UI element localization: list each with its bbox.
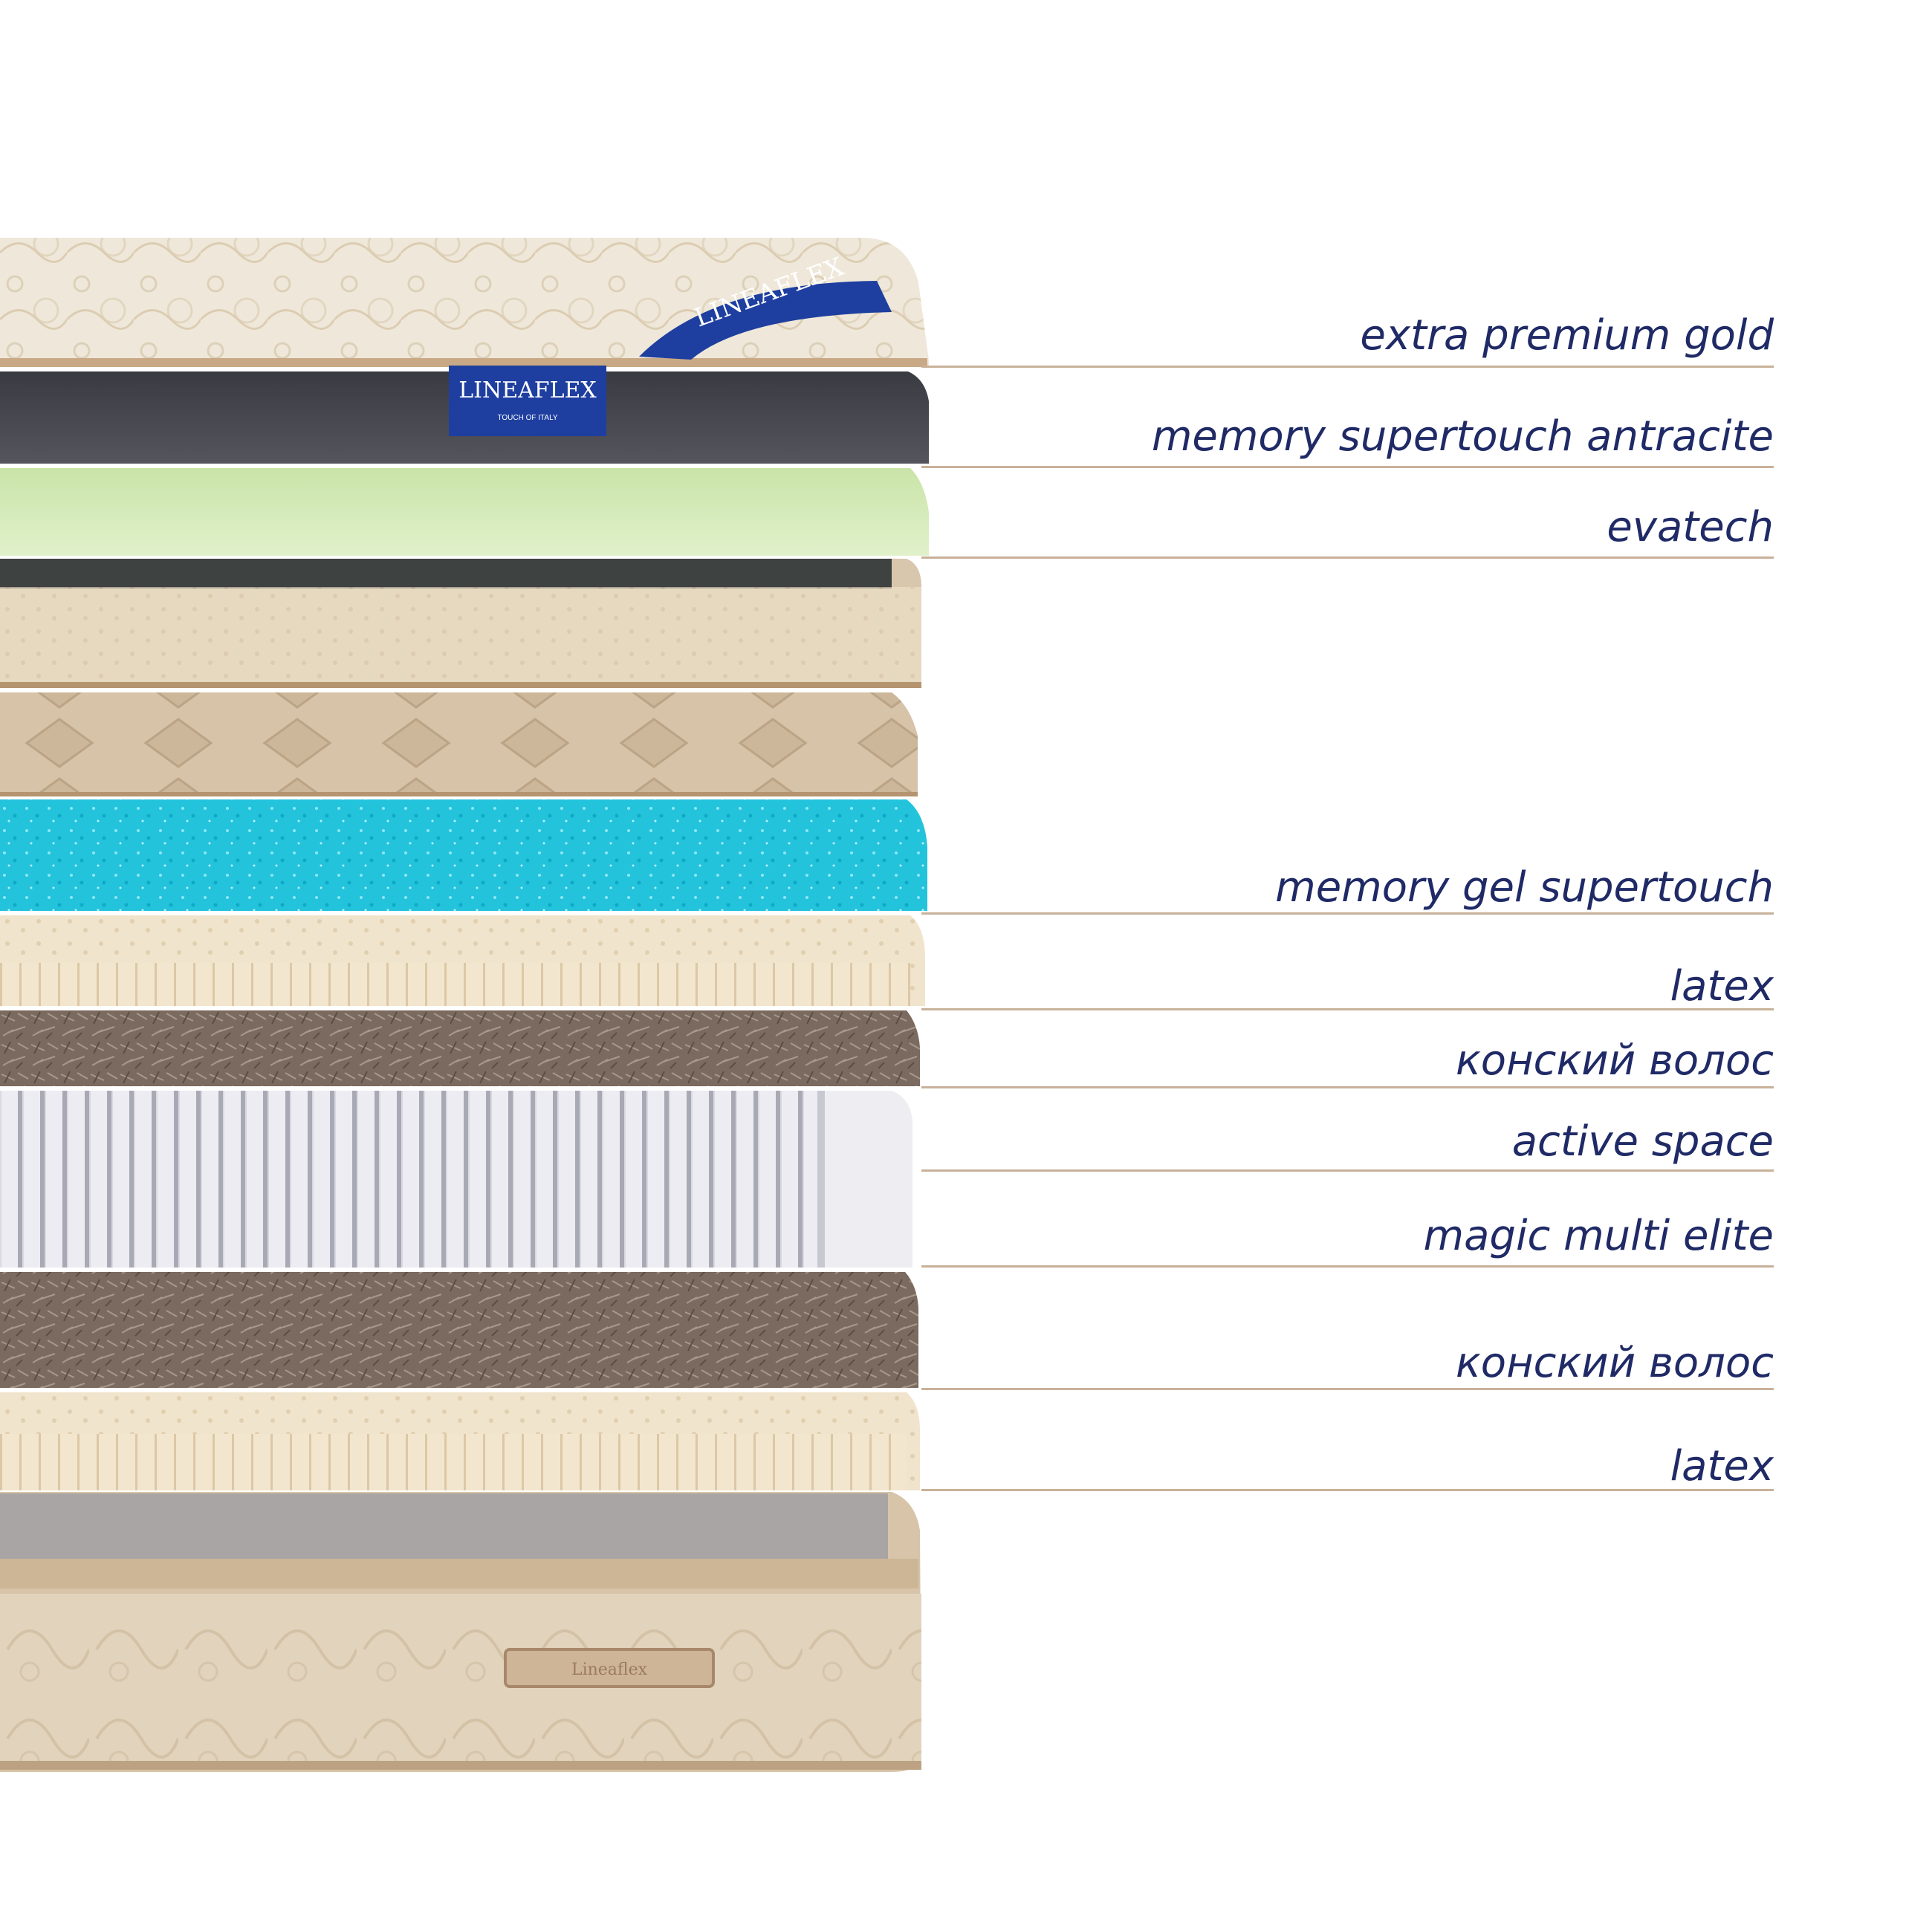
layer-quilted-fabric xyxy=(0,692,918,796)
layer-memory-gel-supertouch xyxy=(0,799,927,911)
layer-label-memory-supertouch-antracite: memory supertouch antracite xyxy=(1151,412,1774,461)
leader-line-evatech xyxy=(921,556,1774,559)
layer-bottom-cover: Lineaflex xyxy=(0,1492,921,1772)
layer-label-active-space: active space xyxy=(1511,1117,1774,1166)
layer-label-evatech: evatech xyxy=(1607,503,1774,551)
layer-pocket-springs xyxy=(0,1091,912,1268)
bottom-brand-patch xyxy=(504,1648,715,1688)
layer-fabric-side-upper xyxy=(0,559,921,688)
layer-latex-upper xyxy=(0,915,925,1006)
layer-evatech xyxy=(0,468,929,556)
layer-latex-lower xyxy=(0,1392,920,1490)
leader-line-horsehair-upper xyxy=(921,1086,1774,1088)
leader-line-magic-multi-elite xyxy=(921,1265,1774,1268)
layer-label-memory-gel-supertouch: memory gel supertouch xyxy=(1275,863,1774,912)
leader-line-latex-upper xyxy=(921,1008,1774,1010)
leader-line-memory-gel-supertouch xyxy=(921,912,1774,915)
layer-label-horsehair-lower: конский волос xyxy=(1455,1339,1774,1387)
layer-label-horsehair-upper: конский волос xyxy=(1455,1036,1774,1085)
layer-label-extra-premium-gold: extra premium gold xyxy=(1360,311,1774,360)
leader-line-memory-supertouch-antracite xyxy=(921,466,1774,468)
layer-label-latex-upper: latex xyxy=(1670,962,1774,1010)
leader-line-extra-premium-gold xyxy=(921,366,1774,368)
layer-horsehair-upper xyxy=(0,1010,920,1086)
leader-line-horsehair-lower xyxy=(921,1388,1774,1390)
lineaflex-tag-tagline: TOUCH OF ITALY xyxy=(497,414,557,422)
layer-label-latex-lower: latex xyxy=(1670,1442,1774,1490)
bottom-brand-patch-text: Lineaflex xyxy=(571,1661,648,1679)
leader-line-active-space xyxy=(921,1169,1774,1172)
lineaflex-label-tag xyxy=(449,366,606,436)
layer-extra-premium-gold: LINEAFLEX xyxy=(0,238,929,367)
lineaflex-tag-text: LINEAFLEX xyxy=(458,377,597,403)
leader-line-latex-lower xyxy=(921,1489,1774,1491)
layer-memory-supertouch-antracite: LINEAFLEX TOUCH OF ITALY xyxy=(0,366,929,464)
layer-horsehair-lower xyxy=(0,1272,918,1388)
layer-label-magic-multi-elite: magic multi elite xyxy=(1423,1212,1774,1260)
